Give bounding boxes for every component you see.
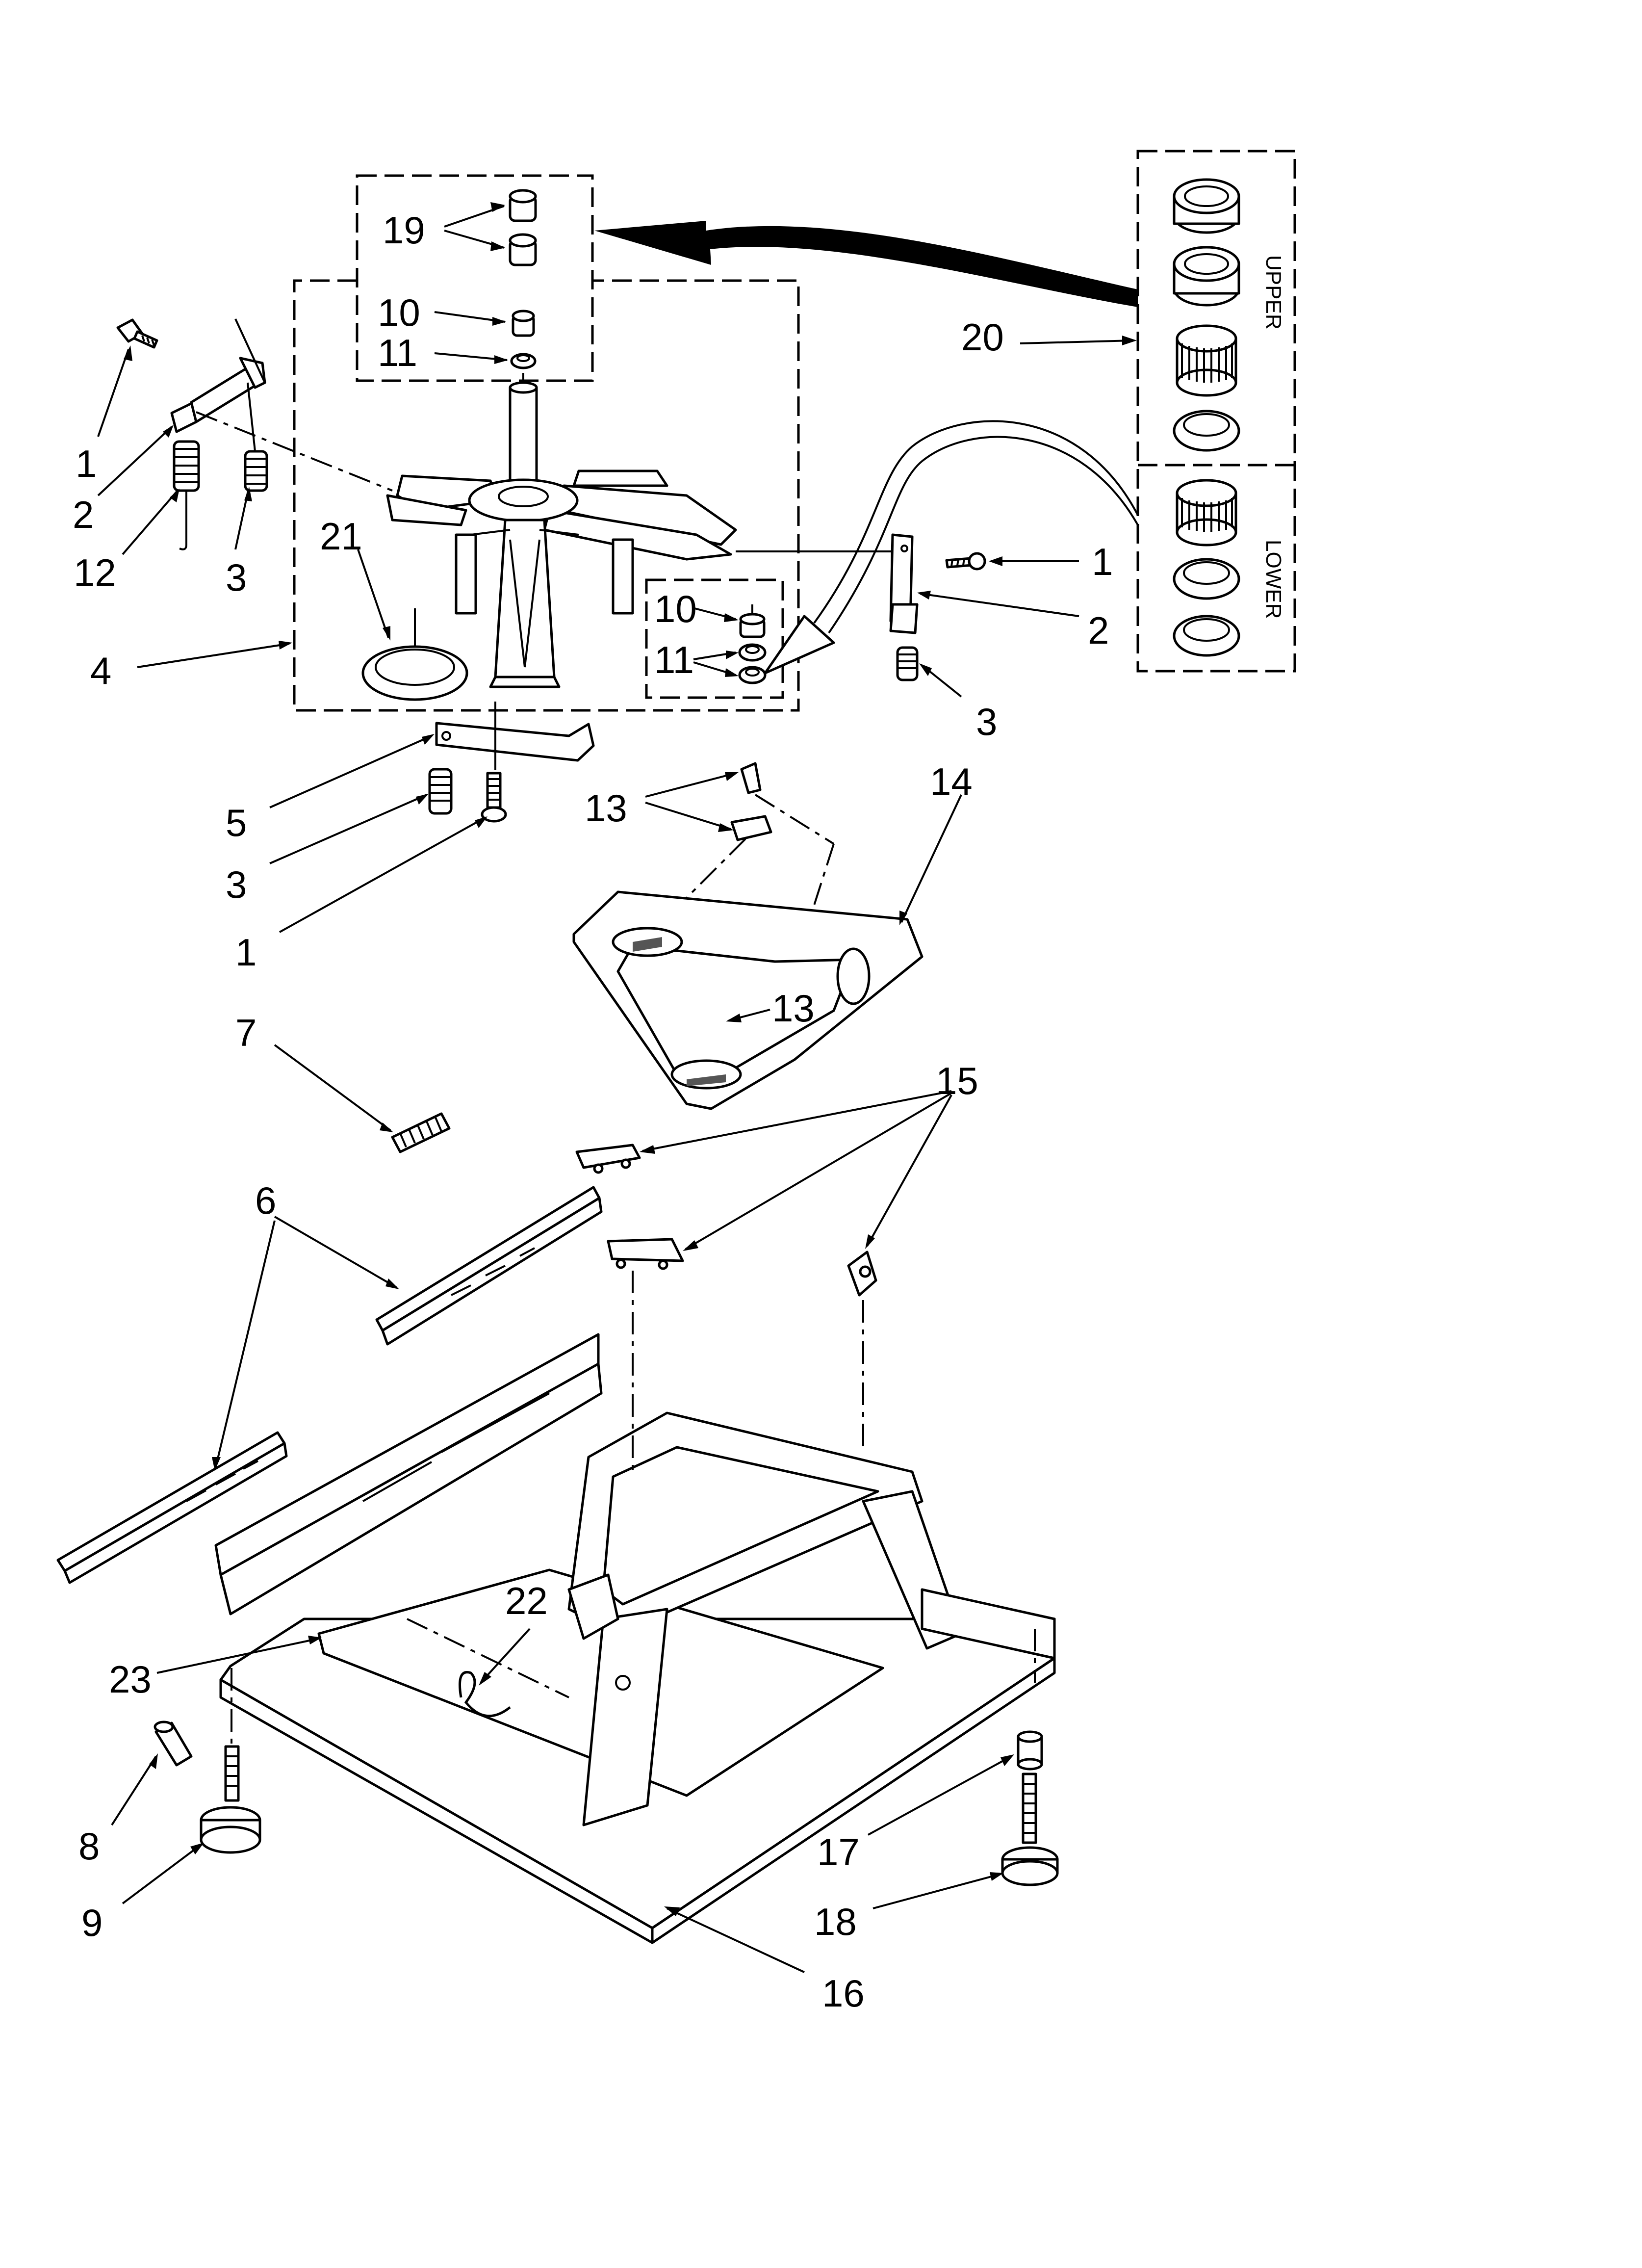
suspension-box: [293, 279, 800, 712]
foot-right-18: [1001, 1773, 1059, 1886]
kit-arrow: [594, 221, 1138, 307]
grommet-11-lower-1: [738, 643, 767, 662]
callout-10-top: 10: [378, 291, 420, 334]
callout-17: 17: [817, 1830, 860, 1874]
callout-4: 4: [90, 649, 111, 692]
arm-left-lower: [386, 494, 467, 526]
bracket-5: [435, 722, 595, 762]
callout-11-lower: 11: [654, 638, 694, 681]
callout-7: 7: [235, 1011, 257, 1054]
spring-3-left-upper: [244, 450, 268, 492]
arm-back: [572, 469, 668, 487]
callout-13-top: 13: [585, 786, 627, 830]
bracket-2-right: [889, 533, 919, 634]
spring-3-lower: [428, 768, 453, 815]
spring-12: [173, 440, 200, 550]
callout-6: 6: [255, 1179, 276, 1222]
screw-1-right: [945, 552, 986, 571]
grommet-19-top: [509, 189, 537, 222]
right-bracket-group: [736, 533, 986, 681]
callout-21: 21: [320, 515, 362, 558]
callout-1-right: 1: [1092, 540, 1113, 583]
foot-left: [200, 1745, 261, 1854]
slide-15-a: [575, 1144, 641, 1174]
bushing-17: [1017, 1730, 1043, 1771]
callouts: 19 10 11 20 1 2 12 3 21 4 10 11 1 2 3 5 …: [73, 209, 1113, 2015]
callout-13-lower: 13: [772, 987, 815, 1030]
callout-18: 18: [814, 1900, 857, 1943]
grommet-box-lower: [645, 578, 784, 699]
left-bracket-group: [116, 318, 393, 550]
grommet-box-top: [356, 174, 594, 382]
bearing-gear-upper: [1176, 324, 1237, 397]
callout-23: 23: [109, 1658, 152, 1701]
clip-13-a: [740, 762, 762, 794]
group-boxes: [293, 150, 1296, 712]
grommet-11-top: [510, 353, 537, 369]
bearing-kit-box: [1136, 150, 1296, 673]
callout-5: 5: [226, 801, 247, 844]
bearing-ring-1: [1173, 178, 1240, 234]
callout-20: 20: [961, 315, 1004, 359]
slide-15-b: [607, 1238, 684, 1270]
callout-9: 9: [81, 1901, 103, 1944]
bushing-8: [154, 1721, 193, 1767]
leader-lines: [97, 202, 1137, 1973]
bearing-washer-lower-2: [1173, 615, 1240, 657]
grommet-19-bottom: [509, 233, 537, 266]
grommet-10-top: [512, 310, 535, 337]
channel-6-lower: [56, 1431, 288, 1584]
screw-1-top-left: [116, 318, 158, 349]
spring-7: [391, 1112, 451, 1153]
callout-12: 12: [74, 551, 116, 594]
callout-2-left: 2: [73, 493, 94, 536]
callout-10-lower: 10: [654, 587, 697, 630]
bearing-washer-upper: [1173, 410, 1240, 452]
callout-3-right: 3: [976, 700, 997, 743]
screw-1-lower: [481, 772, 507, 823]
callout-19: 19: [383, 209, 425, 252]
grommet-11-lower-2: [738, 666, 767, 684]
spring-3-right: [896, 646, 919, 681]
frame-leg-front: [582, 1608, 668, 1826]
base-plate-14: [572, 890, 924, 1110]
callout-8: 8: [78, 1825, 100, 1868]
bearing-washer-lower-1: [1173, 558, 1240, 600]
top-grommets: [509, 189, 537, 388]
callout-22: 22: [505, 1579, 548, 1622]
callout-3-left: 3: [226, 556, 247, 599]
curve-arrow: [764, 420, 1139, 675]
callout-15: 15: [936, 1059, 978, 1102]
callout-3-lower: 3: [226, 863, 247, 906]
slide-15-c: [847, 1251, 877, 1297]
callout-11-top: 11: [378, 331, 417, 374]
align-line-22: [407, 1618, 569, 1698]
bearing-kit-parts: UPPER LOWER: [1173, 178, 1285, 657]
callout-1-left: 1: [76, 442, 97, 485]
hook-22: [459, 1671, 511, 1718]
clip-13-b: [730, 815, 772, 841]
channel-6-upper: [375, 1186, 603, 1346]
cabinet-frame: [214, 1333, 1056, 1944]
callout-16: 16: [822, 1972, 865, 2015]
suspension-assembly: [386, 381, 737, 688]
seal-ring-21: [361, 608, 468, 701]
kit-label-lower: LOWER: [1261, 540, 1285, 619]
callout-1-lower: 1: [235, 931, 257, 974]
bearing-gear-lower: [1176, 479, 1237, 547]
lower-grommets: [738, 604, 767, 684]
slides-15: [575, 1144, 877, 1297]
bearing-ring-2: [1173, 246, 1240, 307]
callout-2-right: 2: [1088, 609, 1109, 652]
kit-label-upper: UPPER: [1261, 255, 1285, 330]
grommet-10-lower: [739, 613, 766, 638]
tripod-stem: [494, 519, 556, 678]
bracket-5-group: [428, 702, 595, 823]
callout-14: 14: [930, 760, 973, 803]
